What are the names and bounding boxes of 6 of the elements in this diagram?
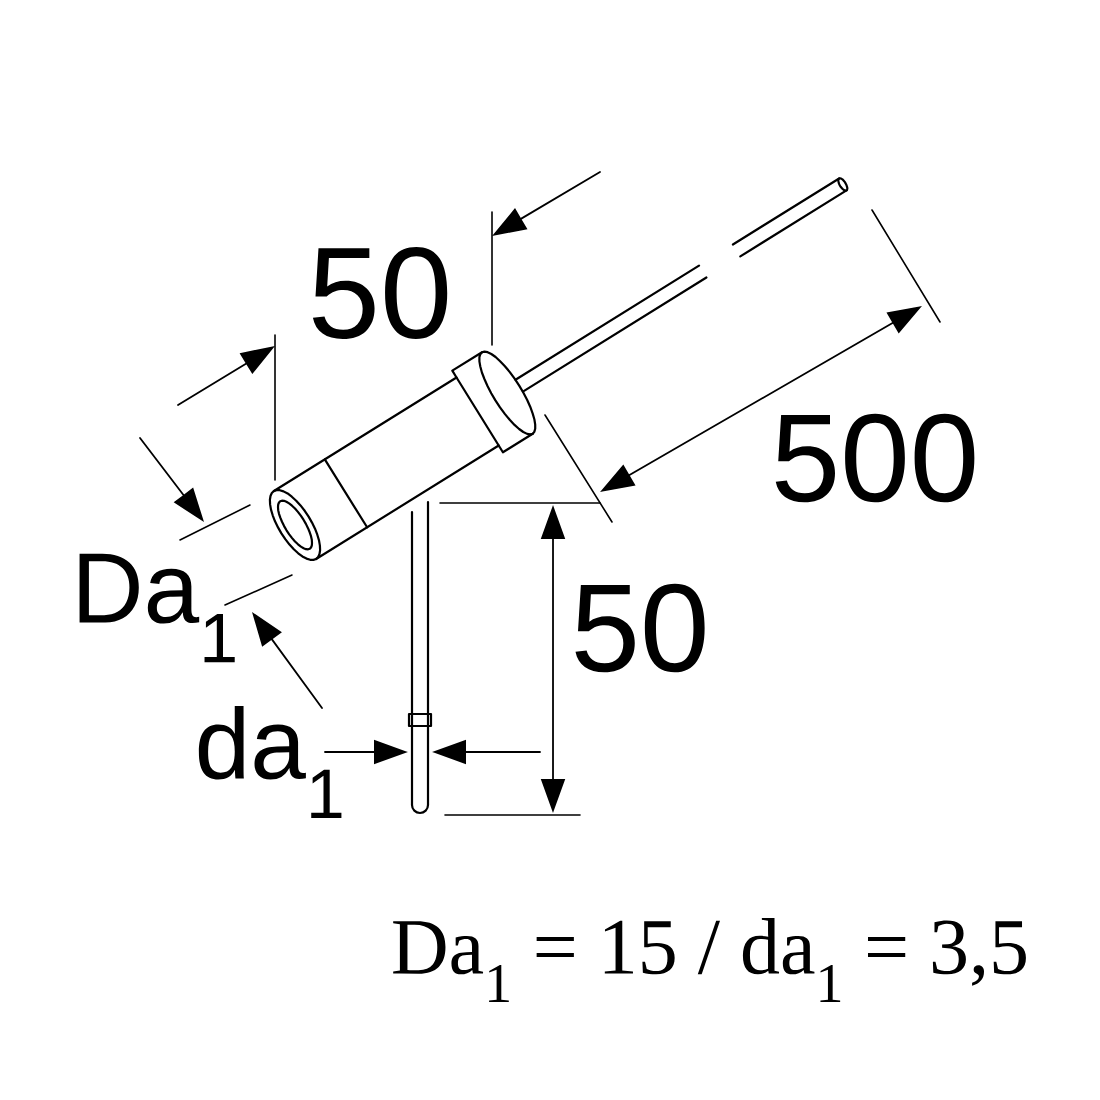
dimension-label: 50: [575, 583, 705, 673]
dimension-label: 50: [312, 246, 448, 339]
dimension-label: 500: [775, 413, 975, 503]
dimension-label: da$_{1}$: [198, 705, 342, 818]
dimension-label: Da$_{1}$: [79, 553, 235, 663]
caption: Da$_{1}$ = 15 / da$_{1}$ = 3,5: [393, 918, 1026, 1002]
